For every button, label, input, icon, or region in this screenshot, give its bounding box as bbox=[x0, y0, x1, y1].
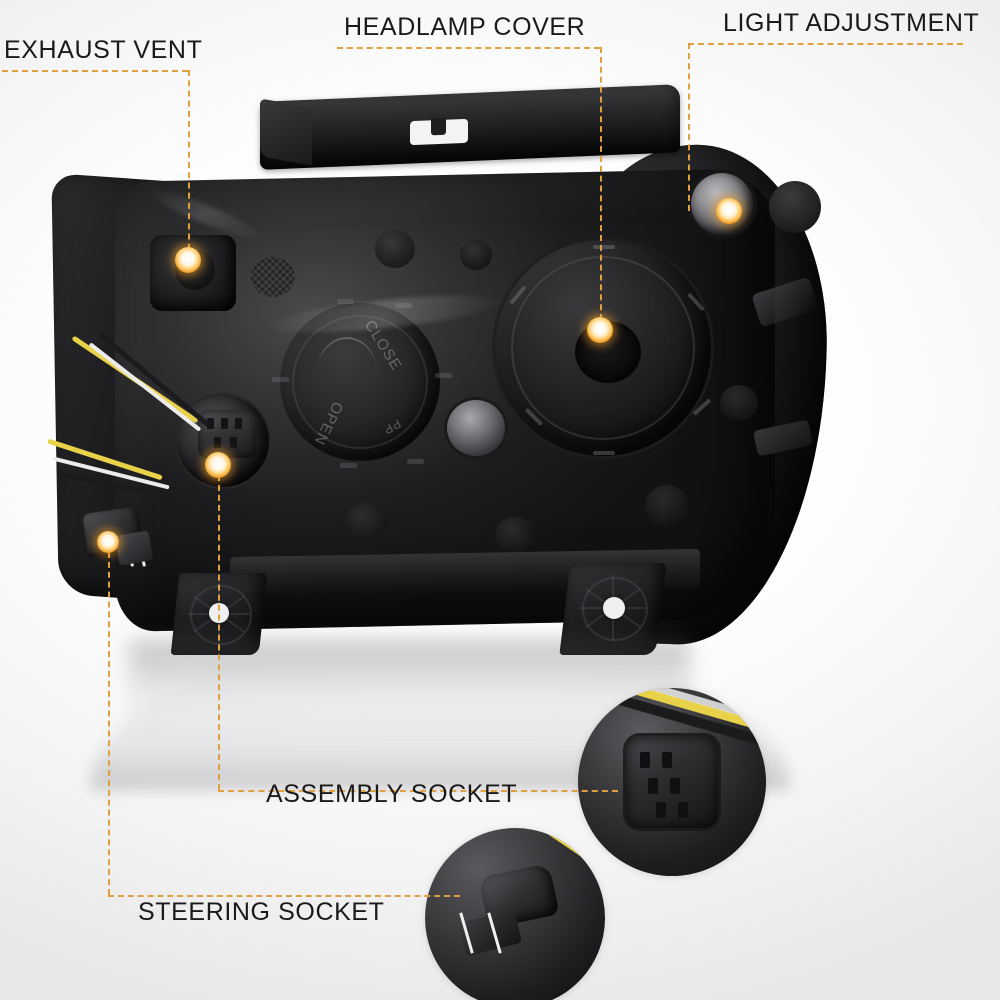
mounting-hole-left bbox=[209, 603, 229, 623]
label-light-adjustment: LIGHT ADJUSTMENT bbox=[723, 9, 980, 37]
marker-light-adjustment[interactable] bbox=[716, 198, 742, 224]
bulb-cap-tick bbox=[593, 245, 615, 249]
assembly-socket-detail-inset bbox=[578, 688, 766, 876]
socket-pin bbox=[214, 437, 221, 448]
mounting-hole-right bbox=[603, 597, 625, 619]
dust-cover-cap bbox=[280, 303, 440, 461]
foot-web bbox=[582, 577, 648, 641]
inset-pin bbox=[678, 802, 688, 818]
cap-notch bbox=[435, 373, 452, 378]
marker-exhaust-vent[interactable] bbox=[175, 247, 201, 273]
bulb-access-cap bbox=[495, 240, 711, 456]
marker-assembly-socket[interactable] bbox=[205, 452, 231, 478]
housing-boss bbox=[375, 230, 415, 268]
headlamp-top-rail bbox=[260, 84, 680, 170]
steering-socket-detail-inset bbox=[425, 828, 605, 1000]
socket-pin bbox=[221, 418, 228, 429]
inset-pin bbox=[640, 752, 650, 768]
cap-notch bbox=[340, 463, 357, 468]
inset-pin bbox=[648, 778, 658, 794]
adjuster-cap bbox=[769, 181, 821, 233]
foot-web bbox=[190, 585, 252, 645]
cap-notch bbox=[337, 299, 354, 304]
socket-pin bbox=[235, 418, 242, 429]
marker-headlamp-cover[interactable] bbox=[587, 317, 613, 343]
inset-pin bbox=[656, 802, 666, 818]
headlamp-assembly-image: CLOSE OPEN PP bbox=[47, 84, 875, 665]
inset-pin bbox=[662, 752, 672, 768]
bulb-cap-tick bbox=[593, 451, 615, 455]
housing-boss bbox=[720, 385, 758, 421]
marker-steering-socket[interactable] bbox=[97, 531, 119, 553]
housing-screw-boss bbox=[447, 400, 505, 456]
socket-pin bbox=[230, 437, 237, 448]
housing-boss bbox=[460, 240, 492, 270]
housing-boss bbox=[645, 485, 689, 527]
housing-boss bbox=[495, 517, 535, 553]
label-steering-socket: STEERING SOCKET bbox=[138, 898, 385, 926]
socket-pin bbox=[207, 418, 214, 429]
vent-mesh bbox=[251, 257, 295, 297]
cap-rotate-arrow bbox=[317, 337, 377, 373]
label-headlamp-cover: HEADLAMP COVER bbox=[344, 13, 586, 41]
steering-socket-body bbox=[114, 530, 154, 566]
inset-pin bbox=[670, 778, 680, 794]
housing-boss bbox=[345, 503, 387, 541]
label-exhaust-vent: EXHAUST VENT bbox=[4, 36, 203, 64]
label-assembly-socket: ASSEMBLY SOCKET bbox=[266, 780, 518, 808]
cap-notch bbox=[395, 303, 412, 308]
headlamp-top-tab bbox=[260, 98, 312, 166]
cap-notch bbox=[407, 459, 424, 464]
cap-notch bbox=[272, 377, 289, 382]
headlamp-top-slot bbox=[410, 118, 468, 146]
